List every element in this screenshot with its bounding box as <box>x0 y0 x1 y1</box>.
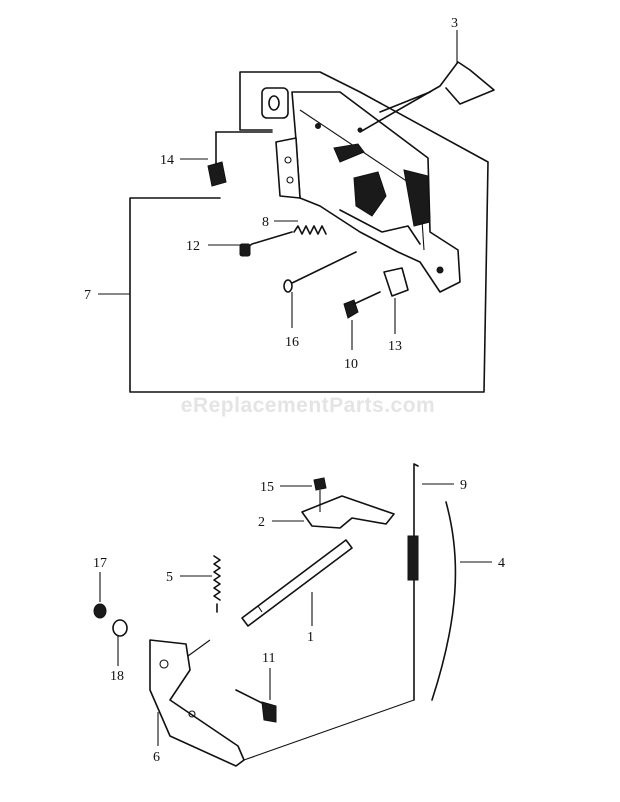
callout-5: 5 <box>166 570 173 585</box>
rod-9 <box>413 463 419 701</box>
screw-15 <box>313 477 327 491</box>
callout-6: 6 <box>153 750 160 765</box>
shaft-1-groove <box>257 605 263 613</box>
callout-4: 4 <box>498 556 505 571</box>
leader-lines <box>98 30 492 746</box>
side-tab-hole <box>284 156 292 164</box>
top-tab-hole <box>268 95 280 111</box>
watermark-text: eReplacementParts.com <box>181 394 435 417</box>
screw-12 <box>243 231 293 251</box>
wire-4 <box>431 501 457 701</box>
pin-16 <box>289 251 357 285</box>
bracket-top-tab <box>261 87 289 119</box>
screw-10-shaft <box>353 291 381 305</box>
bracket-pin-1 <box>315 123 321 129</box>
spring-8 <box>293 225 327 235</box>
callout-7: 7 <box>84 288 91 303</box>
internal-lever <box>333 143 365 163</box>
internal-cam <box>353 171 387 217</box>
callout-2: 2 <box>258 515 265 530</box>
callout-12: 12 <box>186 239 200 254</box>
wire-3-dash <box>379 91 431 113</box>
spring-5 <box>213 555 221 601</box>
callout-9: 9 <box>460 478 467 493</box>
lever-6-hole <box>159 659 169 669</box>
lever-shaft-assembly <box>93 463 457 767</box>
plate-2 <box>301 495 395 529</box>
shaft-1 <box>241 539 353 627</box>
callout-13: 13 <box>388 339 402 354</box>
bracket-side-tab <box>275 137 301 199</box>
bracket-pin-3 <box>436 266 444 274</box>
callout-15: 15 <box>260 480 274 495</box>
bolt-14 <box>207 161 227 187</box>
lever-6 <box>149 639 245 767</box>
wire-3 <box>359 61 495 133</box>
assembly-outline <box>129 71 489 393</box>
screw-12-head <box>239 243 251 257</box>
callout-1: 1 <box>307 630 314 645</box>
bolt-11 <box>235 689 265 705</box>
callout-16: 16 <box>285 335 299 350</box>
callout-17: 17 <box>93 556 107 571</box>
right-latch <box>403 169 431 227</box>
clip-13 <box>383 267 409 297</box>
washer-18 <box>112 619 128 637</box>
rod-9-coil <box>407 535 419 581</box>
callout-18: 18 <box>110 669 124 684</box>
callout-8: 8 <box>262 215 269 230</box>
callout-10: 10 <box>344 357 358 372</box>
internal-link <box>339 209 421 245</box>
shaft-to-lever-line <box>187 639 211 657</box>
side-tab-hole-2 <box>286 176 294 184</box>
bolt-11-head <box>261 701 277 723</box>
nut-17 <box>93 603 107 619</box>
pin-16-head <box>283 279 293 293</box>
lever-6-hole-2 <box>188 710 196 718</box>
control-bracket-assembly <box>129 61 495 393</box>
callout-11: 11 <box>262 651 275 666</box>
callout-14: 14 <box>160 153 174 168</box>
callout-labels: 3 14 8 12 7 16 10 13 15 9 2 4 17 5 1 11 … <box>84 16 505 765</box>
rod-to-lever-line <box>243 699 415 761</box>
callout-3: 3 <box>451 16 458 31</box>
